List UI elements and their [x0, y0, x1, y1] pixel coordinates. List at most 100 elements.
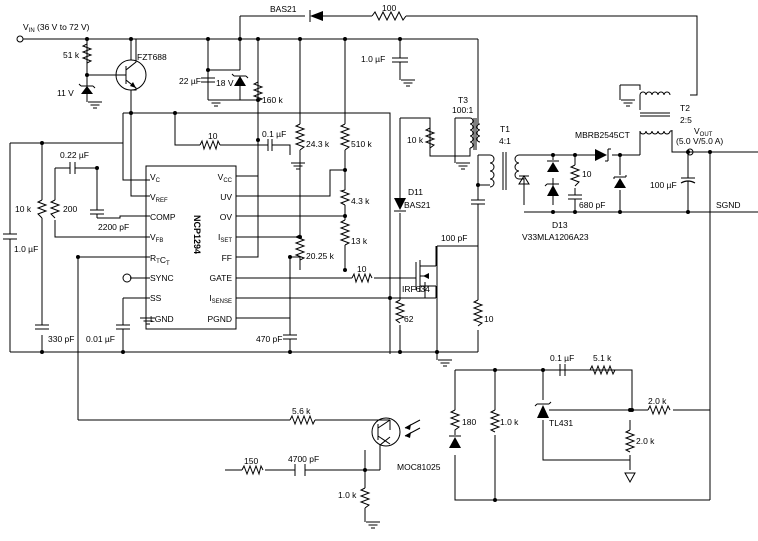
resistor-10-snubber	[472, 299, 484, 327]
label-c470pf: 470 pF	[256, 334, 282, 344]
transformers	[455, 91, 672, 190]
label-irf634: IRF634	[402, 284, 430, 294]
resistors	[36, 10, 671, 509]
resistor-150	[241, 464, 264, 476]
resistor-1k-fb	[489, 409, 501, 433]
transformer-t1	[489, 154, 495, 188]
label-c22uf: 22 µF	[179, 76, 201, 86]
resistor-2k-top	[647, 404, 671, 416]
label-t3-ratio: 100:1	[452, 105, 474, 115]
controller-ic: NCP1294	[145, 165, 237, 330]
resistor-2k-bot	[624, 429, 636, 453]
label-r13k: 13 k	[351, 236, 368, 246]
label-d13-part: V33MLA1206A23	[522, 232, 589, 242]
pin-left-7: LGND	[150, 314, 174, 324]
label-d13: D13	[552, 220, 568, 230]
cap-1uf-left	[3, 233, 17, 240]
resistor-13k	[339, 219, 351, 246]
diode-mbrb2545ct	[595, 149, 607, 161]
resistor-5k6	[289, 414, 316, 426]
resistor-5k1	[589, 364, 616, 376]
labels: VIN (36 V to 72 V) VOUT (5.0 V/5.0 A) SG…	[14, 3, 741, 500]
label-mbrb2545ct: MBRB2545CT	[575, 130, 630, 140]
label-tl431: TL431	[549, 418, 573, 428]
label-r10k-left: 10 k	[15, 204, 32, 214]
sync-terminal	[122, 273, 132, 283]
pin-right-3: ISET	[218, 232, 232, 244]
diode-bas21-top	[310, 11, 323, 21]
resistor-51k	[81, 39, 93, 75]
diode-d11	[394, 198, 406, 210]
label-r5k6: 5.6 k	[292, 406, 311, 416]
sgnd-label: SGND	[716, 200, 741, 210]
cap-470pf	[283, 334, 297, 340]
label-r10-vref: 10	[208, 131, 218, 141]
pin-left-5: SYNC	[150, 273, 174, 283]
resistor-20k25	[294, 234, 306, 270]
label-t3: T3	[458, 95, 468, 105]
label-c01uf-fb: 0.1 µF	[550, 353, 574, 363]
label-r1k-fb: 1.0 k	[500, 417, 519, 427]
capacitors	[3, 50, 696, 476]
pin-left-2: COMP	[150, 212, 176, 222]
label-r10k-t3: 10 k	[407, 135, 424, 145]
label-d11-part: BAS21	[404, 200, 431, 210]
cap-022uf	[69, 162, 76, 174]
transformer-t2	[639, 91, 671, 96]
diode-opto-led	[449, 437, 461, 448]
label-c100uf: 100 µF	[650, 180, 677, 190]
resistor-bas21-100	[371, 10, 407, 22]
resistor-180	[449, 409, 461, 435]
resistor-10-rc	[569, 164, 581, 187]
label-r4k3: 4.3 k	[351, 196, 370, 206]
transformer-t3	[469, 117, 474, 149]
diodes	[78, 10, 627, 448]
pin-left-6: SS	[150, 293, 162, 303]
label-d11: D11	[408, 187, 423, 197]
cap-680pf	[568, 194, 582, 200]
label-fzt688: FZT688	[137, 52, 167, 62]
label-c1uf-left: 1.0 µF	[14, 244, 38, 254]
label-r1k-bot: 1.0 k	[338, 490, 357, 500]
label-z18v: 18 V	[216, 78, 234, 88]
vout-label: VOUT	[694, 126, 713, 138]
zener-18v	[234, 76, 246, 86]
label-c01uf: 0.1 µF	[262, 129, 286, 139]
label-r2k-top: 2.0 k	[648, 396, 667, 406]
resistor-200	[49, 199, 61, 219]
label-r180: 180	[462, 417, 476, 427]
pin-right-7: PGND	[207, 314, 232, 324]
cap-330pf	[35, 324, 49, 330]
junctions	[40, 37, 712, 502]
pin-left-1: VREF	[150, 192, 168, 204]
label-r510k: 510 k	[351, 139, 373, 149]
zener-11v	[81, 86, 93, 94]
cap-2200pf	[90, 209, 104, 215]
pin-right-2: OV	[220, 212, 233, 222]
label-c330pf: 330 pF	[48, 334, 74, 344]
label-bas21-top: BAS21	[270, 4, 297, 14]
label-c022uf: 0.22 µF	[60, 150, 89, 160]
vin-label: VIN (36 V to 72 V)	[23, 22, 90, 34]
shunt-tl431	[537, 405, 549, 418]
label-t2-ratio: 2:5	[680, 115, 692, 125]
label-r51k: 51 k	[63, 50, 80, 60]
label-c001uf: 0.01 µF	[86, 334, 115, 344]
resistor-1k-bot	[359, 487, 371, 509]
label-r160k: 160 k	[262, 95, 284, 105]
vout-terminal	[686, 148, 694, 156]
pin-right-6: ISENSE	[209, 293, 232, 305]
label-r10-snub: 10	[484, 314, 494, 324]
resistor-510k	[339, 123, 351, 151]
pin-right-1: UV	[220, 192, 232, 202]
label-r100: 100	[382, 3, 396, 13]
resistor-10k-left	[36, 199, 48, 219]
pin-right-5: GATE	[209, 273, 232, 283]
label-t1: T1	[500, 124, 510, 134]
label-c2200pf: 2200 pF	[98, 222, 129, 232]
pin-left-3: VFB	[150, 232, 163, 244]
vin-terminal	[16, 35, 24, 43]
